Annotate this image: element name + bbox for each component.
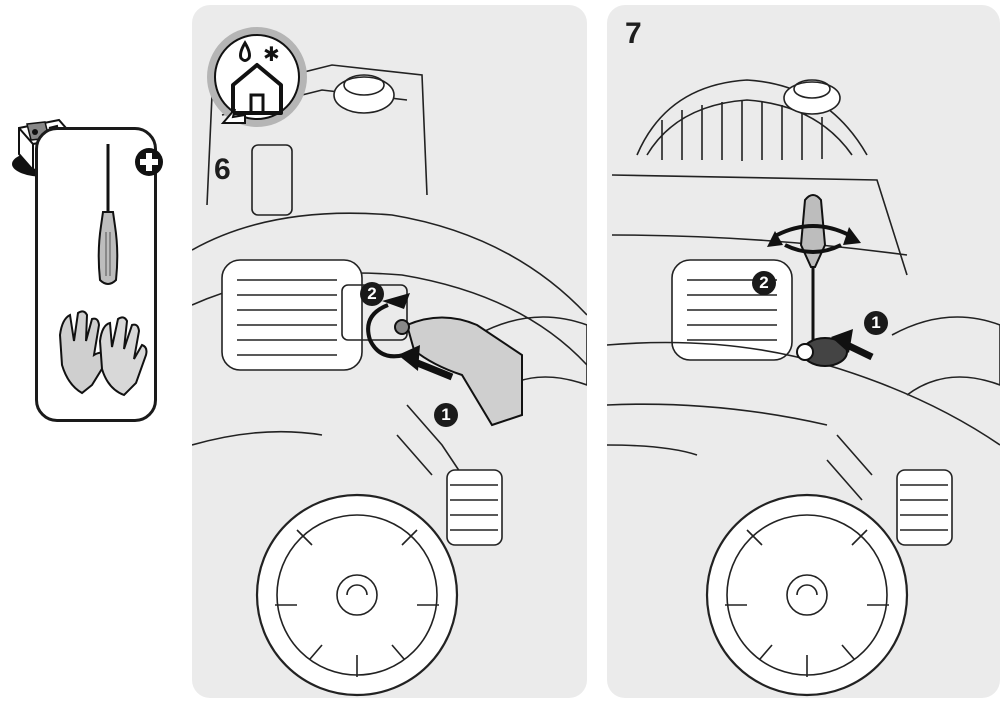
step-7-panel: 7 2 1 — [607, 5, 1000, 698]
work-gloves-icon — [52, 305, 152, 400]
step-number: 7 — [625, 17, 642, 51]
callout-2: 2 — [752, 271, 776, 295]
mower-drawing — [607, 5, 1000, 698]
step-number: 6 — [214, 153, 231, 187]
callout-1: 1 — [434, 403, 458, 427]
phillips-plus-icon — [134, 147, 164, 177]
callout-2: 2 — [360, 282, 384, 306]
house-with-water-and-snowflake-icon: ✱ — [205, 25, 310, 130]
phillips-screwdriver-icon — [95, 142, 121, 292]
callout-1: 1 — [864, 311, 888, 335]
svg-text:✱: ✱ — [263, 42, 280, 66]
step-6-panel: ✱ 6 2 1 — [192, 5, 587, 698]
